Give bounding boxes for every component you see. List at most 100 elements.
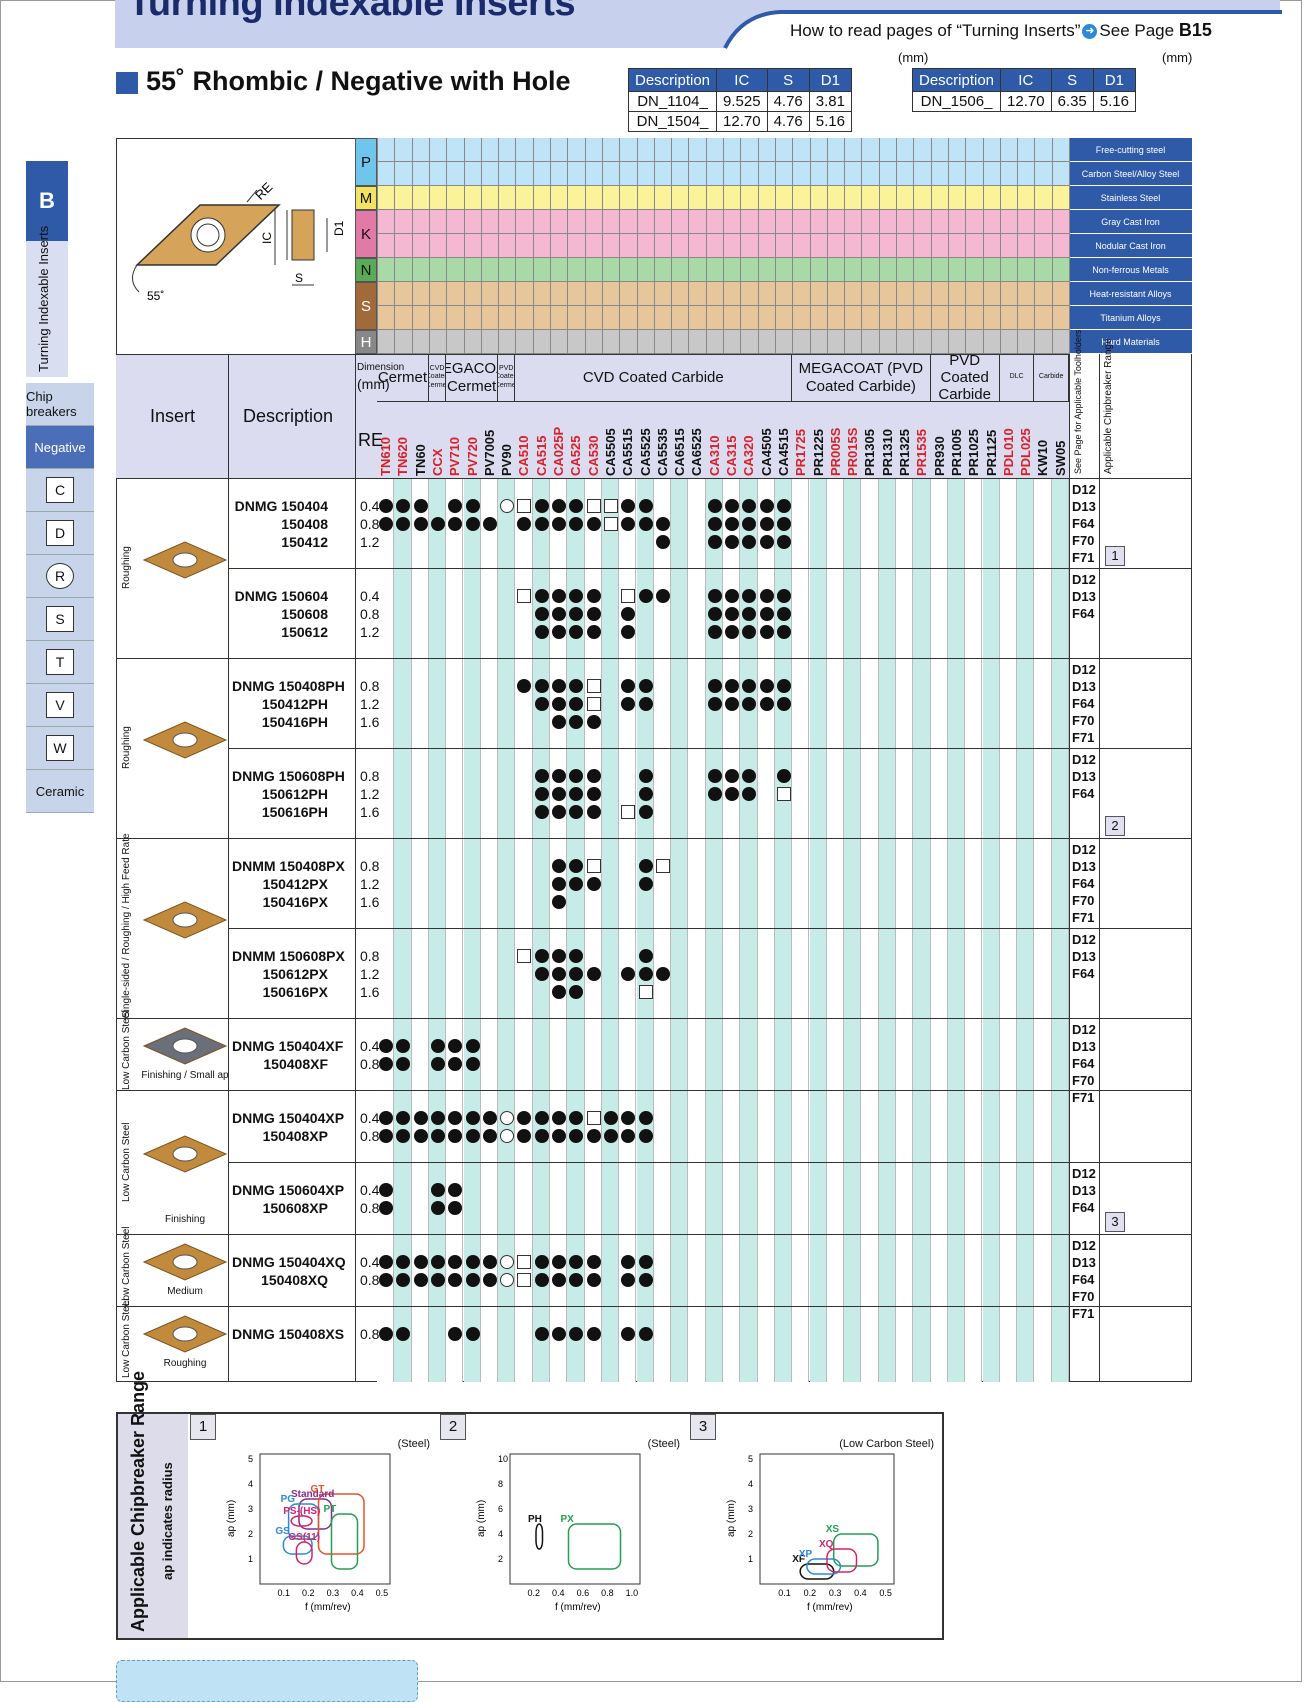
grade-name[interactable]: PV720 [464, 436, 480, 476]
toolholder-page-ref[interactable]: F64 [1072, 966, 1095, 981]
insert-code[interactable]: 150608 [281, 606, 328, 622]
toolholder-page-ref[interactable]: F64 [1072, 876, 1095, 891]
grade-name[interactable]: PR1325 [897, 429, 912, 476]
insert-code[interactable]: DNMG 150404XP [232, 1110, 345, 1126]
sidebar-item[interactable]: S [26, 598, 94, 641]
insert-code[interactable]: DNMG 150408PH [232, 678, 345, 694]
toolholder-page-ref[interactable]: D13 [1072, 859, 1096, 874]
insert-code[interactable]: DNMG 150604XP [232, 1182, 345, 1198]
toolholder-page-ref[interactable]: D12 [1072, 932, 1096, 947]
grade-name[interactable]: PR1005 [948, 429, 964, 476]
grade-name[interactable]: TN60 [412, 444, 428, 476]
insert-code[interactable]: 150408XP [262, 1128, 328, 1144]
toolholder-page-ref[interactable]: F64 [1072, 1272, 1095, 1287]
toolholder-page-ref[interactable]: D13 [1072, 499, 1096, 514]
toolholder-page-ref[interactable]: D12 [1072, 1238, 1096, 1253]
grade-name[interactable]: CCX [429, 448, 445, 476]
insert-code[interactable]: DNMG 150404 [234, 498, 328, 514]
toolholder-page-ref[interactable]: F64 [1072, 606, 1095, 621]
insert-code[interactable]: 150612PX [262, 966, 328, 982]
toolholder-page-ref[interactable]: F71 [1072, 730, 1095, 745]
grade-name[interactable]: CA530 [585, 435, 601, 476]
toolholder-page-ref[interactable]: F70 [1072, 1289, 1095, 1304]
sidebar-item[interactable]: C [26, 469, 94, 512]
toolholder-page-ref[interactable]: F70 [1072, 1073, 1095, 1088]
chip-range-ref[interactable]: 3 [1105, 1212, 1125, 1232]
grade-name[interactable]: CA6525 [689, 428, 705, 476]
toolholder-page-ref[interactable]: D12 [1072, 1022, 1096, 1037]
sidebar-item[interactable]: R [26, 555, 94, 598]
insert-code[interactable]: DNMG 150604 [234, 588, 328, 604]
toolholder-page-ref[interactable]: D13 [1072, 679, 1096, 694]
insert-code[interactable]: 150412 [281, 534, 328, 550]
grade-name[interactable]: SW05 [1052, 440, 1068, 476]
toolholder-page-ref[interactable]: F70 [1072, 533, 1095, 548]
sidebar-item[interactable]: Ceramic [26, 770, 94, 813]
grade-name[interactable]: CA025P [551, 426, 566, 476]
toolholder-page-ref[interactable]: F71 [1072, 550, 1095, 565]
grade-name[interactable]: TN610 [378, 436, 393, 476]
insert-code[interactable]: 150616PX [262, 984, 328, 1000]
toolholder-page-ref[interactable]: D12 [1072, 572, 1096, 587]
grade-name[interactable]: CA320 [741, 435, 757, 476]
grade-name[interactable]: CA525 [568, 435, 584, 476]
chapter-tab[interactable]: B [26, 161, 68, 241]
grade-name[interactable]: PR1305 [862, 429, 878, 476]
grade-name[interactable]: CA6515 [672, 428, 688, 476]
toolholder-page-ref[interactable]: D12 [1072, 662, 1096, 677]
grade-name[interactable]: TN620 [395, 436, 411, 476]
toolholder-page-ref[interactable]: F64 [1072, 1200, 1095, 1215]
insert-code[interactable]: 150416PH [261, 714, 328, 730]
grade-name[interactable]: CA310 [706, 435, 722, 476]
insert-code[interactable]: 150416PX [262, 894, 328, 910]
grade-name[interactable]: PR1125 [983, 429, 999, 476]
insert-code[interactable]: 150412PX [262, 876, 328, 892]
grade-name[interactable]: PR1025 [966, 429, 982, 476]
toolholder-page-ref[interactable]: F64 [1072, 696, 1095, 711]
sidebar-item[interactable]: W [26, 727, 94, 770]
insert-code[interactable]: 150608XP [262, 1200, 328, 1216]
grade-name[interactable]: CA510 [516, 435, 532, 476]
toolholder-page-ref[interactable]: D13 [1072, 769, 1096, 784]
insert-code[interactable]: 150616PH [261, 804, 328, 820]
toolholder-page-ref[interactable]: F71 [1072, 1090, 1095, 1105]
how-to-read-link[interactable]: How to read pages of “Turning Inserts”➜S… [790, 20, 1212, 41]
grade-name[interactable]: PV7005 [481, 429, 497, 476]
grade-name[interactable]: CA315 [724, 435, 739, 476]
grade-name[interactable]: PR930 [931, 436, 947, 476]
toolholder-page-ref[interactable]: F71 [1072, 1306, 1095, 1321]
grade-name[interactable]: PR005S [827, 427, 843, 476]
toolholder-page-ref[interactable]: D12 [1072, 842, 1096, 857]
insert-code[interactable]: 150612PH [261, 786, 328, 802]
toolholder-page-ref[interactable]: D13 [1072, 1039, 1096, 1054]
sidebar-item[interactable]: Chip breakers [26, 383, 94, 426]
chip-range-ref[interactable]: 2 [1105, 816, 1125, 836]
insert-code[interactable]: DNMG 150404XF [232, 1038, 344, 1054]
grade-name[interactable]: KW10 [1035, 439, 1051, 476]
toolholder-page-ref[interactable]: D13 [1072, 589, 1096, 604]
insert-code[interactable]: DNMM 150608PX [232, 948, 345, 964]
sidebar-item[interactable]: V [26, 684, 94, 727]
insert-code[interactable]: 150612 [281, 624, 328, 640]
sidebar-item[interactable]: Negative [26, 426, 94, 469]
toolholder-page-ref[interactable]: F64 [1072, 786, 1095, 801]
grade-name[interactable]: CA515 [533, 435, 549, 476]
toolholder-page-ref[interactable]: F71 [1072, 910, 1095, 925]
grade-name[interactable]: PR1535 [914, 429, 930, 476]
grade-name[interactable]: PDL025 [1018, 428, 1034, 476]
grade-name[interactable]: CA5515 [620, 428, 636, 476]
grade-name[interactable]: CA5505 [602, 428, 618, 476]
grade-name[interactable]: PR1725 [793, 429, 809, 476]
insert-code[interactable]: DNMM 150408PX [232, 858, 345, 874]
toolholder-page-ref[interactable]: D12 [1072, 1166, 1096, 1181]
toolholder-page-ref[interactable]: D12 [1072, 482, 1096, 497]
insert-code[interactable]: 150412PH [261, 696, 328, 712]
toolholder-page-ref[interactable]: D13 [1072, 949, 1096, 964]
grade-name[interactable]: PV90 [499, 444, 515, 476]
grade-name[interactable]: CA4515 [775, 428, 791, 476]
toolholder-page-ref[interactable]: D13 [1072, 1183, 1096, 1198]
insert-code[interactable]: DNMG 150608PH [232, 768, 345, 784]
insert-code[interactable]: 150408XF [263, 1056, 328, 1072]
insert-code[interactable]: DNMG 150408XS [232, 1326, 345, 1342]
toolholder-page-ref[interactable]: F70 [1072, 713, 1095, 728]
